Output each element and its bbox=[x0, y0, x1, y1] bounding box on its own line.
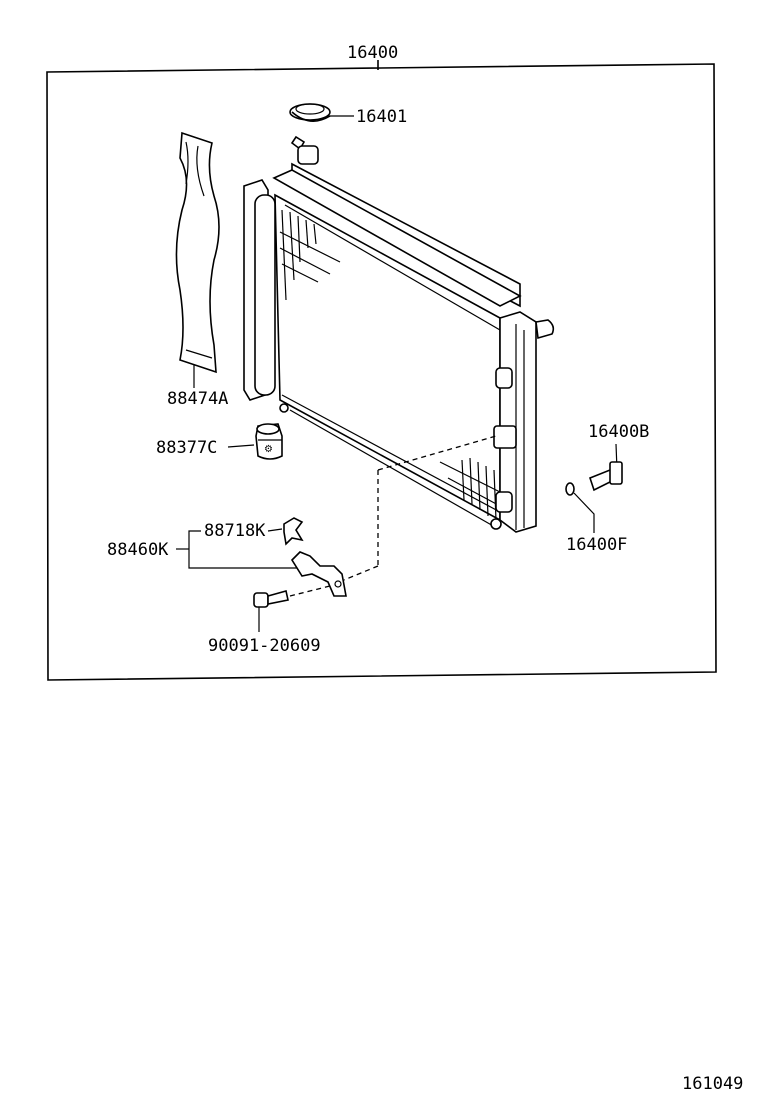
leader-lines bbox=[176, 115, 618, 632]
cap-part-label: 16401 bbox=[356, 107, 407, 127]
bolt-part-label: 90091-20609 bbox=[208, 636, 321, 656]
bracket bbox=[290, 551, 347, 597]
filler-neck bbox=[290, 135, 319, 165]
air-guide-part-label: 88474A bbox=[167, 389, 228, 409]
assembly-label: 16400 bbox=[347, 43, 398, 63]
clip-part-label: 88718K bbox=[204, 521, 266, 541]
air-guide-seal bbox=[175, 131, 220, 374]
cushion-mount: ⚙ bbox=[255, 423, 283, 460]
svg-text:⚙: ⚙ bbox=[264, 444, 273, 455]
radiator-cap bbox=[289, 103, 331, 122]
bracket-part-label: 88460K bbox=[107, 540, 169, 560]
drain-cock bbox=[589, 461, 623, 492]
drain-oring bbox=[565, 482, 575, 496]
bolt bbox=[253, 590, 289, 608]
drain-oring-part-label: 16400F bbox=[566, 535, 627, 555]
assembly-dashed-lines bbox=[289, 435, 497, 597]
figure-number: 161049 bbox=[682, 1074, 743, 1094]
assembly-frame bbox=[46, 60, 717, 681]
cushion-part-label: 88377C bbox=[156, 438, 217, 458]
radiator-core bbox=[243, 162, 555, 533]
drain-cock-part-label: 16400B bbox=[588, 422, 649, 442]
clip bbox=[283, 517, 304, 546]
